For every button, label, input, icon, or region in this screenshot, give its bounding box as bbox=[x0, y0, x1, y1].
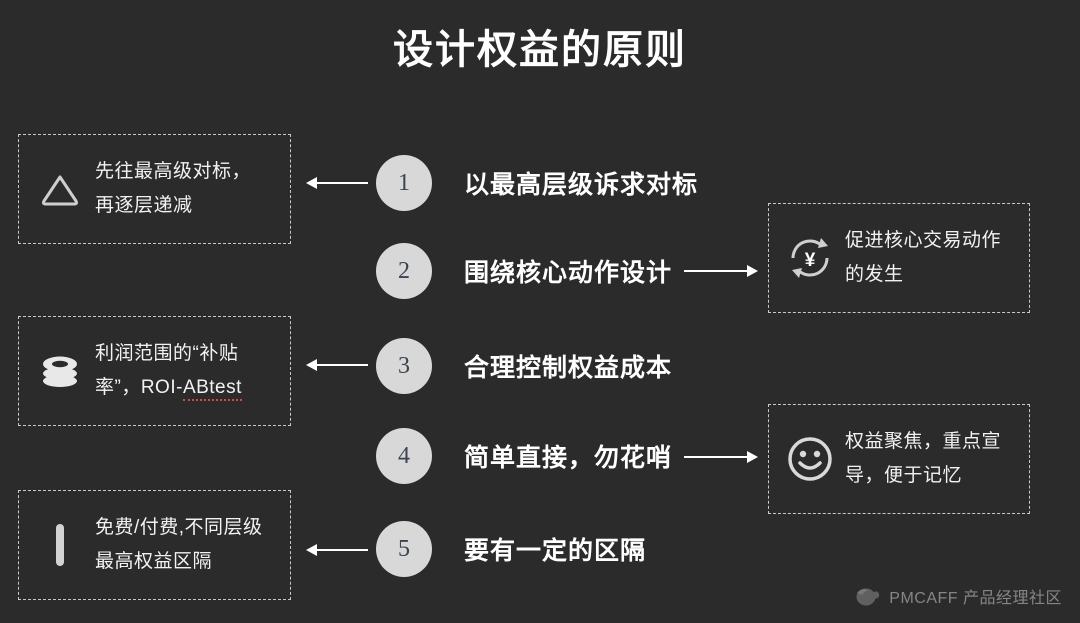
principle-label-4: 简单直接，勿花哨 bbox=[464, 444, 673, 472]
principle-row-1: 1 以最高层级诉求对标 bbox=[376, 155, 698, 211]
detail-card-left-1-text: 先往最高级对标， 再逐层递减 bbox=[95, 155, 251, 223]
card-line-2: 导，便于记忆 bbox=[845, 465, 963, 486]
detail-card-left-1: 先往最高级对标， 再逐层递减 bbox=[18, 134, 291, 244]
page-title: 设计权益的原则 bbox=[393, 28, 687, 72]
arrow-head bbox=[747, 451, 758, 463]
arrow-shaft bbox=[316, 364, 368, 366]
detail-card-left-2-text: 利润范围的“补贴 率”，ROI-ABtest bbox=[95, 337, 242, 405]
left-arrow-icon-5 bbox=[306, 543, 368, 557]
arrow-head bbox=[306, 177, 317, 189]
principle-number-badge-3: 3 bbox=[376, 338, 432, 394]
spellcheck-term: ABtest bbox=[182, 377, 242, 401]
arrow-shaft bbox=[684, 270, 748, 272]
detail-card-right-2-text: 权益聚焦，重点宣 导，便于记忆 bbox=[845, 425, 1001, 493]
card-line-2-prefix: 率”，ROI- bbox=[95, 377, 183, 398]
arrow-head bbox=[306, 359, 317, 371]
detail-card-right-2: 权益聚焦，重点宣 导，便于记忆 bbox=[768, 404, 1030, 514]
vertical-bar-icon bbox=[33, 518, 87, 572]
principle-number-badge-2: 2 bbox=[376, 243, 432, 299]
left-arrow-icon-1 bbox=[306, 176, 368, 190]
principle-row-4: 4 简单直接，勿花哨 bbox=[376, 428, 672, 484]
footer-watermark: PMCAFF 产品经理社区 bbox=[854, 583, 1062, 609]
card-line-1: 先往最高级对标， bbox=[95, 161, 252, 182]
principle-label-2: 围绕核心动作设计 bbox=[464, 259, 673, 287]
yuan-refresh-icon: ¥ bbox=[783, 231, 837, 285]
card-line-1: 免费/付费,不同层级 bbox=[95, 517, 263, 538]
card-line-1: 权益聚焦，重点宣 bbox=[845, 431, 1002, 452]
card-line-2: 再逐层递减 bbox=[95, 195, 193, 216]
principle-label-1: 以最高层级诉求对标 bbox=[464, 171, 699, 199]
right-arrow-icon-2 bbox=[684, 264, 758, 278]
principle-number-badge-1: 1 bbox=[376, 155, 432, 211]
arrow-shaft bbox=[316, 549, 368, 551]
principle-row-2: 2 围绕核心动作设计 bbox=[376, 243, 672, 299]
card-line-2: 最高权益区隔 bbox=[95, 551, 213, 572]
arrow-shaft bbox=[316, 182, 368, 184]
footer-text: PMCAFF 产品经理社区 bbox=[889, 590, 1062, 607]
principle-number-badge-5: 5 bbox=[376, 521, 432, 577]
principle-number-badge-4: 4 bbox=[376, 428, 432, 484]
arrow-head bbox=[747, 265, 758, 277]
triangle-icon bbox=[33, 162, 87, 216]
card-line-2: 率”，ROI-ABtest bbox=[95, 371, 242, 405]
card-line-1: 促进核心交易动作 bbox=[845, 230, 1002, 251]
smiley-icon bbox=[783, 432, 837, 486]
detail-card-right-1: ¥ 促进核心交易动作 的发生 bbox=[768, 203, 1030, 313]
svg-text:¥: ¥ bbox=[805, 250, 816, 271]
principle-label-5: 要有一定的区隔 bbox=[464, 537, 647, 565]
card-line-1: 利润范围的“补贴 bbox=[95, 343, 239, 364]
coin-stack-icon bbox=[33, 344, 87, 398]
right-arrow-icon-4 bbox=[684, 450, 758, 464]
arrow-shaft bbox=[684, 456, 748, 458]
card-line-2: 的发生 bbox=[845, 264, 904, 285]
left-arrow-icon-3 bbox=[306, 358, 368, 372]
detail-card-left-2: 利润范围的“补贴 率”，ROI-ABtest bbox=[18, 316, 291, 426]
detail-card-right-1-text: 促进核心交易动作 的发生 bbox=[845, 224, 1001, 292]
principle-row-3: 3 合理控制权益成本 bbox=[376, 338, 672, 394]
pmcaff-logo-icon bbox=[854, 583, 880, 609]
detail-card-left-3: 免费/付费,不同层级 最高权益区隔 bbox=[18, 490, 291, 600]
arrow-head bbox=[306, 544, 317, 556]
principle-label-3: 合理控制权益成本 bbox=[464, 354, 673, 382]
detail-card-left-3-text: 免费/付费,不同层级 最高权益区隔 bbox=[95, 511, 263, 579]
principle-row-5: 5 要有一定的区隔 bbox=[376, 521, 646, 577]
